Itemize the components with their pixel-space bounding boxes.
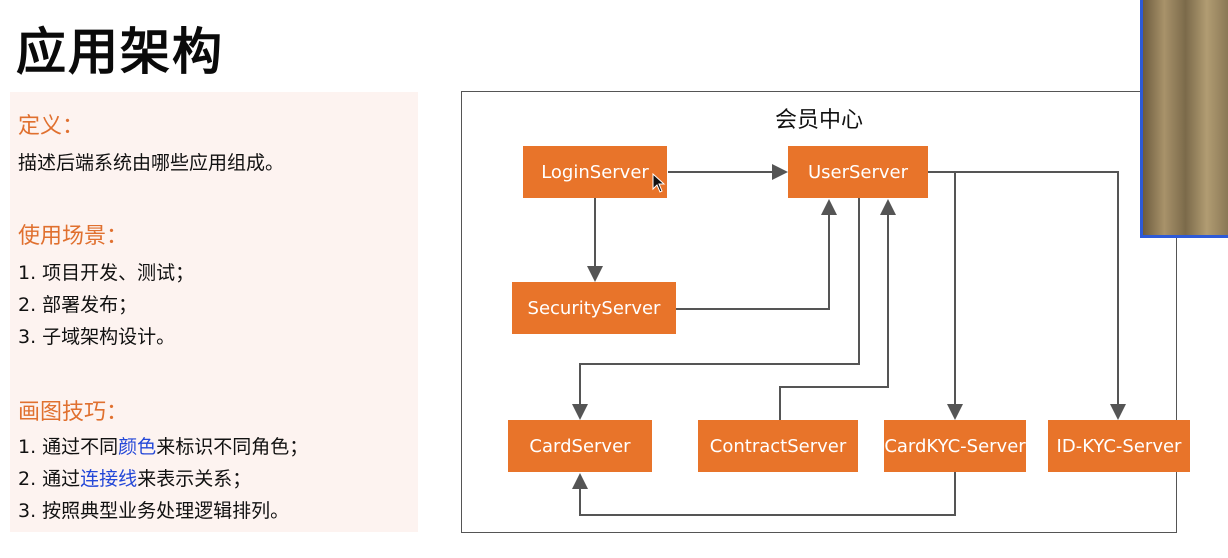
tips-heading: 画图技巧： [18, 400, 129, 425]
page-title: 应用架构 [16, 23, 224, 81]
tip-item-2: 2. 通过连接线来表示关系； [18, 464, 251, 491]
architecture-diagram: 会员中心 LoginServer UserServer Sec [461, 91, 1190, 533]
node-idkyc-server: ID-KYC-Server [1048, 420, 1190, 472]
mouse-cursor-icon [652, 173, 666, 193]
node-card-server: CardServer [508, 420, 652, 472]
edge-security-user [676, 199, 837, 310]
tip-text: 2. 通过 [18, 468, 81, 490]
definition-heading: 定义： [18, 114, 85, 139]
scenario-item: 1. 项目开发、测试； [18, 262, 195, 284]
edge-user-idkyc [955, 171, 1126, 420]
tip-item-3: 3. 按照典型业务处理逻辑排列。 [18, 500, 290, 522]
definition-text: 描述后端系统由哪些应用组成。 [18, 152, 285, 174]
tip-text: 1. 通过不同 [18, 436, 119, 458]
node-security-server: SecurityServer [512, 282, 676, 334]
node-login-server: LoginServer [523, 146, 667, 198]
tip-item-1: 1. 通过不同颜色来标识不同角色； [18, 432, 308, 459]
speaker-video-thumbnail [1140, 0, 1228, 238]
node-cardkyc-server: CardKYC-Server [884, 420, 1026, 472]
node-contract-server: ContractServer [698, 420, 858, 472]
tip-text: 来标识不同角色； [156, 436, 309, 458]
edge-contract-user [779, 199, 896, 420]
diagram-title: 会员中心 [774, 108, 863, 133]
description-panel: 定义： 描述后端系统由哪些应用组成。 使用场景： 1. 项目开发、测试； 2. … [10, 92, 418, 532]
connector-lines [572, 164, 1126, 516]
scenario-item: 2. 部署发布； [18, 294, 138, 316]
tip-text: 来表示关系； [137, 468, 252, 490]
tip-highlight: 颜色 [118, 436, 157, 458]
tip-highlight: 连接线 [80, 468, 138, 490]
edge-cardkyc-card [572, 472, 956, 516]
scenario-item: 3. 子域架构设计。 [18, 326, 176, 348]
node-user-server: UserServer [788, 146, 928, 198]
edge-user-cardkyc [928, 171, 963, 420]
edge-user-card [572, 198, 860, 420]
scenario-heading: 使用场景： [18, 224, 129, 249]
